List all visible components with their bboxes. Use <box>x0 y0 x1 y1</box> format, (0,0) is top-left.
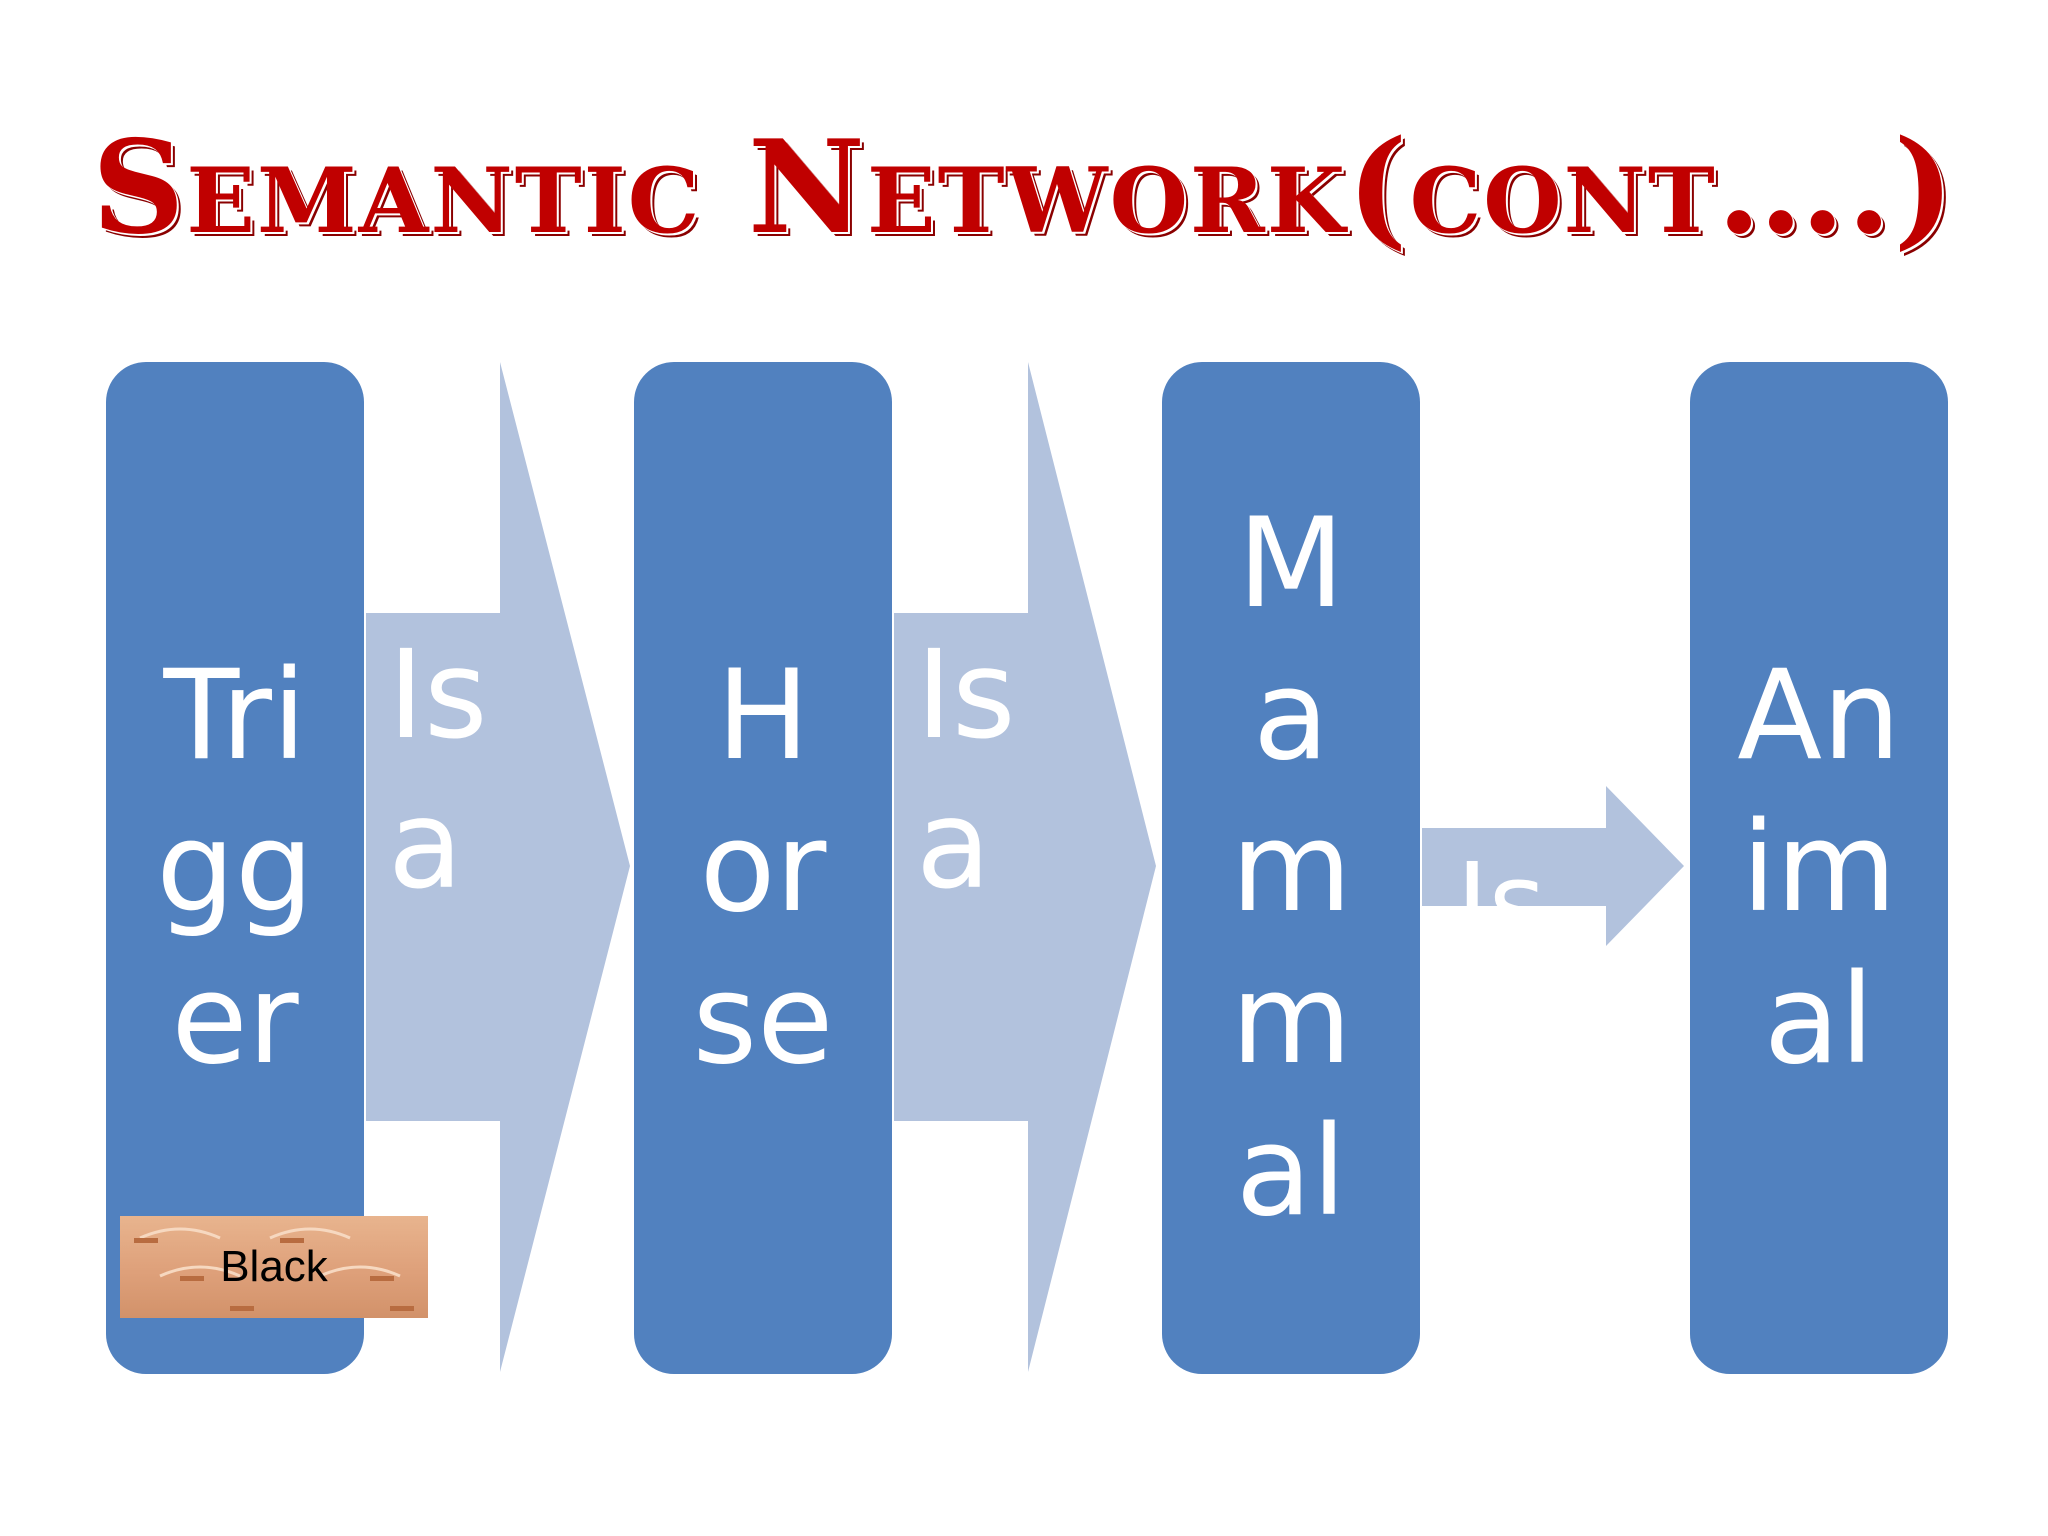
relation-label-3: Is <box>1456 839 1546 906</box>
node-label-mammal: Mammal <box>1231 492 1352 1244</box>
node-label-animal: Animal <box>1737 644 1901 1092</box>
relation-arrow-3 <box>1422 786 1684 946</box>
slide-title: Semantic Network(cont….) <box>91 113 1957 263</box>
relation-label-1: Is a <box>388 624 488 916</box>
relation-label-2: Is a <box>916 624 1016 916</box>
node-trigger: Trigger <box>106 362 364 1374</box>
node-mammal: Mammal <box>1162 362 1420 1374</box>
node-animal: Animal <box>1690 362 1948 1374</box>
relation-arrow-2 <box>894 362 1156 1372</box>
node-horse: Horse <box>634 362 892 1374</box>
relation-label-3-clip: Is <box>1424 828 1604 906</box>
attribute-tag: Black <box>120 1216 428 1318</box>
tag-pattern <box>134 1227 414 1311</box>
node-label-trigger: Trigger <box>156 644 314 1092</box>
relation-arrow-1 <box>366 362 630 1372</box>
node-label-horse: Horse <box>692 644 834 1092</box>
attribute-tag-label: Black <box>220 1242 328 1291</box>
